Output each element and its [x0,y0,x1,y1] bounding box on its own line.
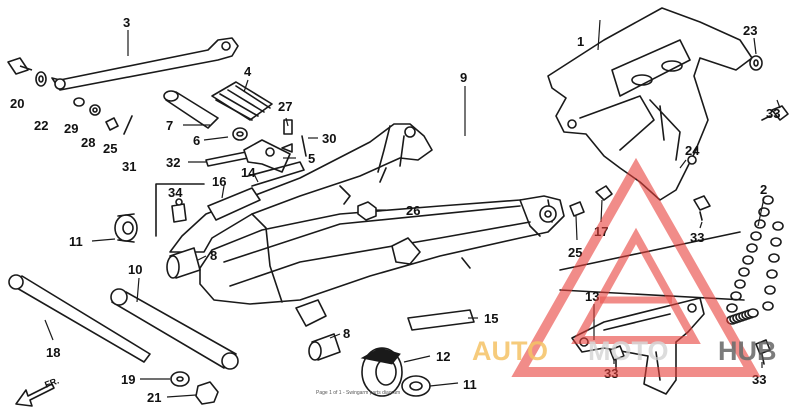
callout-34: 34 [168,185,183,200]
callout-31: 31 [122,159,136,174]
chain-link [772,221,784,231]
callout-23: 23 [743,23,757,38]
callout-14: 14 [241,165,256,180]
leader-lines [44,19,781,398]
callout-25a: 25 [103,141,117,156]
callout-33b: 33 [690,230,704,245]
callout-9: 9 [460,70,467,85]
callout-30: 30 [322,131,336,146]
watermark-triangle-outer [511,157,761,377]
collar-part-17 [595,185,613,201]
callout-10: 10 [128,262,142,277]
bolt-part-25 [569,201,585,217]
callout-29: 29 [64,121,78,136]
chain-link [742,255,754,265]
grommet-part-23 [749,55,763,71]
callout-25b: 25 [568,245,582,260]
front-direction-arrow: FR. [15,376,60,407]
callout-28: 28 [81,135,95,150]
callout-7: 7 [166,118,173,133]
callout-8a: 8 [210,248,217,263]
callout-32: 32 [166,155,180,170]
callout-3: 3 [123,15,130,30]
callout-8b: 8 [343,326,350,341]
chain-case-part-1 [547,7,753,201]
page-caption: Page 1 of 1 - Swingarm parts diagram [316,390,400,396]
callout-18: 18 [46,345,60,360]
callout-box-34 [155,183,205,237]
callout-labels: 1 2 3 4 5 6 7 8 8 9 10 11 11 12 13 14 15… [10,15,780,405]
pivot-collar-part-10 [110,288,239,370]
bushing-part-8a [166,247,201,279]
callout-1: 1 [577,34,584,49]
chain-link [750,231,762,241]
dust-seal-part-11 [114,213,138,243]
chain-link [770,237,782,247]
callout-20: 20 [10,96,24,111]
callout-4: 4 [244,64,252,79]
bolt-part-33d [755,339,771,365]
chain-link [762,195,774,205]
footpeg-part [163,81,273,141]
chain-link [754,219,766,229]
watermark-text-hub: HUB [718,336,777,366]
chain-link [768,253,780,263]
chain-link [746,243,758,253]
callout-6: 6 [193,133,200,148]
link-rod-part [51,37,239,91]
watermark-logo: AUTO MOTO HUB [472,157,777,377]
bracket-part-5 [205,119,307,173]
washer-part-19 [170,371,190,387]
watermark-text-moto: MOTO [588,336,669,366]
callout-11a: 11 [69,234,83,249]
chain-slider-part-16 [207,161,305,221]
callout-21: 21 [147,390,161,405]
bolt-part-20 [7,57,33,75]
chain-link [738,267,750,277]
dust-seal-part-11b [401,375,431,397]
swingarm-part [169,123,565,327]
callout-26: 26 [406,203,420,218]
watermark-triangle-inner [571,227,701,344]
watermark-text-auto: AUTO [472,336,548,366]
bushing-part-8b [308,333,341,361]
grease-fitting-part-34 [171,198,187,223]
chain-roller-part-12 [360,347,403,397]
pivot-bolt-part-18 [8,274,151,363]
callout-24: 24 [685,143,700,158]
washer-part-22 [35,71,47,87]
chain-link [734,279,746,289]
chain-link [726,303,738,313]
callout-19: 19 [121,372,135,387]
bolt-part-33a [761,105,789,121]
small-parts-29-28-25 [73,97,133,135]
nut-part-21 [195,381,219,405]
chain-link [764,285,776,295]
chain-link [747,308,759,318]
callout-22: 22 [34,118,48,133]
callout-16: 16 [212,174,226,189]
callout-2: 2 [760,182,767,197]
callout-27: 27 [278,99,292,114]
callout-15: 15 [484,311,498,326]
callout-33a: 33 [766,106,780,121]
drive-chain-part-2 [559,195,784,325]
bolt-part-33b [693,195,711,221]
front-direction-label: FR. [43,376,60,390]
callout-12: 12 [436,349,450,364]
chain-link [762,301,774,311]
callout-11b: 11 [463,377,477,392]
nut-part-26 [357,201,377,221]
chain-link [766,269,778,279]
chain-guide-part-15 [407,309,475,331]
callout-5: 5 [308,151,315,166]
